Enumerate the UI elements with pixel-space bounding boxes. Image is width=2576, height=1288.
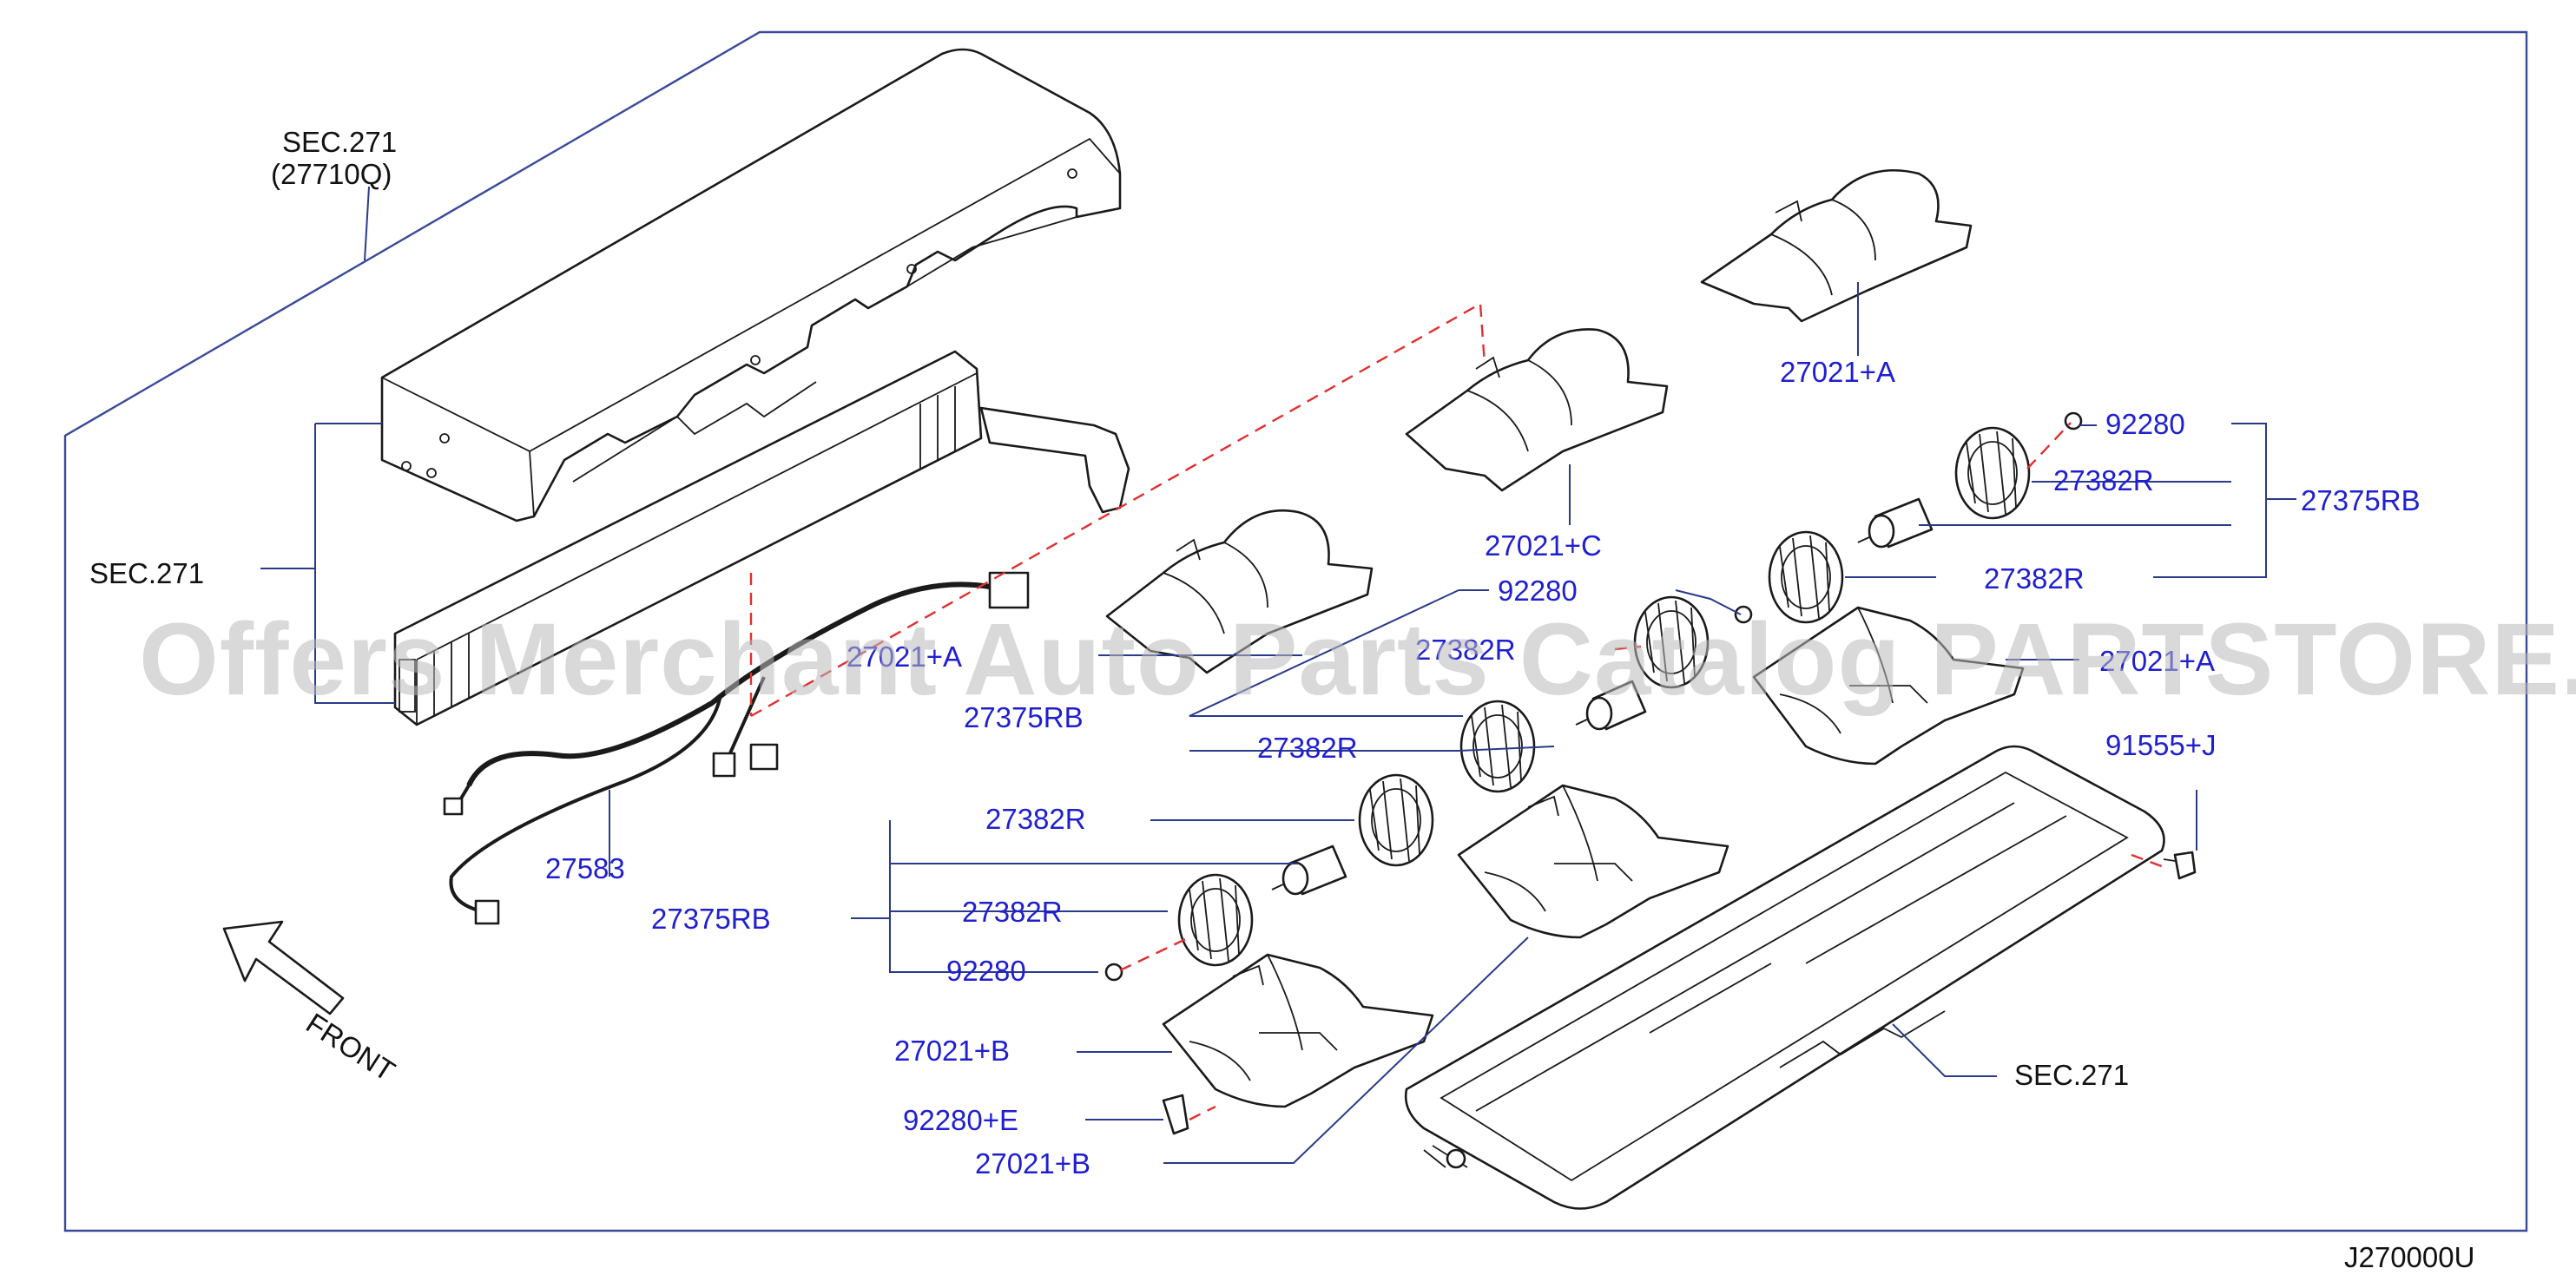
label-sec271-top: SEC.271 [282,126,397,158]
front-arrow: FRONT [222,920,401,1088]
scroll-housing-27021a-top[interactable] [1700,168,1973,323]
label-27382r-l2: 27382R [962,896,1063,928]
wiring-harness[interactable] [443,571,1030,925]
label-27021a-top: 27021+A [1780,356,1895,388]
blower-wheel-mid[interactable] [1633,595,1710,689]
evaporator-core[interactable] [393,350,1130,726]
label-27021a-mid: 27021+A [847,641,962,673]
scroll-housing-27021b-upper[interactable] [1457,784,1729,939]
label-27375rb-left: 27375RB [651,903,771,935]
label-27021b-2: 27021+B [975,1147,1090,1180]
label-92280-mid: 92280 [1498,575,1578,607]
label-27021c: 27021+C [1485,529,1602,562]
watermark-text: Offers Merchant Auto Parts Catalog PARTS… [139,602,2576,717]
scroll-housing-27021a-right[interactable] [1752,606,2025,766]
blower-wheel-tr[interactable] [1954,426,2031,520]
label-27382r-mid2: 27382R [1257,732,1358,764]
label-27375rb-right: 27375RB [2301,484,2421,516]
alignment-line-4 [1119,936,1190,972]
label-sec271-bottom: SEC.271 [2014,1059,2129,1091]
blower-wheel-l2[interactable] [1177,873,1254,967]
label-27382r-l1: 27382R [985,803,1086,835]
label-27021b: 27021+B [894,1035,1010,1067]
clip-92280-l[interactable] [1104,963,1123,982]
alignment-line-3 [2026,422,2072,470]
upper-housing[interactable] [380,48,1122,522]
blower-motor-mid[interactable] [1575,680,1647,731]
scroll-housing-27021c[interactable] [1405,328,1669,492]
label-91555j: 91555+J [2105,729,2217,761]
label-27583: 27583 [545,852,625,884]
alignment-line-5 [1189,1105,1216,1121]
blower-motor-r[interactable] [1857,497,1934,549]
blower-wheel-l1[interactable] [1358,773,1434,867]
diagram-frame [63,30,2528,1232]
lower-tray[interactable] [1404,745,2165,1210]
label-sec271-left: SEC.271 [89,557,204,589]
label-27710q: (27710Q) [271,158,392,190]
diagram-code: J270000U [2344,1241,2474,1273]
blower-wheel-mid-l[interactable] [1459,700,1536,793]
label-92280-tr: 92280 [2105,408,2185,440]
alignment-line-6 [2131,853,2167,870]
blower-wheel-mid-r[interactable] [1768,530,1844,624]
scroll-housing-27021a-mid[interactable] [1105,509,1374,674]
label-27382r-tr1: 27382R [2053,464,2154,496]
leader-lines [260,186,2296,1164]
label-27375rb-mid: 27375RB [964,701,1084,733]
clip-92280-tr[interactable] [2064,411,2083,430]
alignment-line-7 [1614,645,1642,651]
label-92280-left: 92280 [946,955,1026,987]
label-27021a-right: 27021+A [2099,645,2215,677]
label-27382r-tr2: 27382R [1984,562,2085,595]
label-27382r-mid: 27382R [1415,634,1516,666]
scroll-housing-27021b-lower[interactable] [1162,953,1434,1108]
label-92280e: 92280+E [903,1104,1018,1136]
screw-91555j[interactable] [2163,851,2197,880]
blower-motor-l[interactable] [1271,844,1347,896]
clip-92280-mid[interactable] [1734,605,1753,624]
front-label: FRONT [300,1007,400,1088]
part-labels: SEC.271 (27710Q) SEC.271 27021+A 92280 2… [89,126,2474,1273]
clip-92280e[interactable] [1162,1094,1189,1135]
